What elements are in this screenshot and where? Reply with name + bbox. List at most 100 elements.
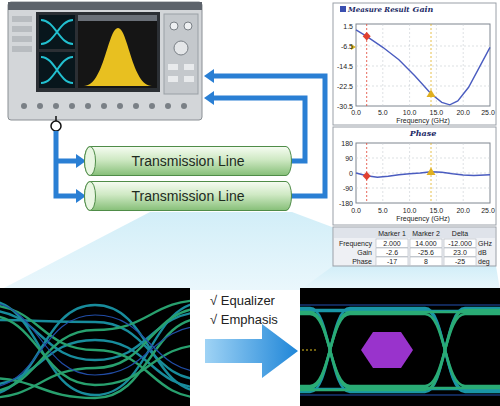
transmission-line: Transmission Line xyxy=(84,181,292,211)
line-label: Transmission Line xyxy=(84,146,292,176)
tick-label: 5.0 xyxy=(378,207,388,214)
oscilloscope xyxy=(165,103,171,109)
gain-chart xyxy=(427,90,436,98)
axis-title: Frequency (GHz) xyxy=(396,215,450,222)
tick-label: 25.0 xyxy=(481,109,495,116)
closed-eye-diagram xyxy=(0,300,190,395)
tick-label: 15.0 xyxy=(430,207,444,214)
phase-chart xyxy=(356,143,490,203)
tick-label: 180 xyxy=(341,140,353,147)
open-eye-diagram xyxy=(300,312,500,388)
closed-eye-diagram xyxy=(0,300,190,398)
closed-eye-diagram xyxy=(0,308,190,398)
oscilloscope xyxy=(69,103,75,109)
open-eye-diagram xyxy=(302,350,318,351)
oscilloscope xyxy=(8,2,202,120)
tick-label: -90 xyxy=(343,185,353,192)
marker-table xyxy=(444,239,476,248)
marker-table xyxy=(410,257,442,266)
cylinder-end xyxy=(85,147,96,176)
marker-table xyxy=(410,248,442,257)
phase-chart xyxy=(356,143,490,203)
tick-label: 10.0 xyxy=(403,207,417,214)
marker-table xyxy=(444,257,476,266)
marker-table xyxy=(334,228,495,238)
closed-eye-diagram xyxy=(0,300,190,392)
cylinder-end xyxy=(85,182,96,211)
oscilloscope xyxy=(12,16,32,22)
open-eye-diagram xyxy=(300,394,500,395)
signal-arrow xyxy=(204,91,214,105)
oscilloscope xyxy=(53,103,59,109)
oscilloscope xyxy=(84,28,152,86)
table-cell: -2.6 xyxy=(386,249,398,256)
table-cell: dB xyxy=(478,249,487,256)
oscilloscope xyxy=(170,22,178,30)
oscilloscope xyxy=(78,15,157,21)
table-cell: -12.000 xyxy=(448,240,472,247)
closed-eye-diagram xyxy=(0,305,190,398)
oscilloscope xyxy=(117,103,123,109)
tick-label: 0.0 xyxy=(351,207,361,214)
tick-label: -30.5 xyxy=(337,103,353,110)
open-eye-diagram xyxy=(300,308,500,392)
chart-title: Gain xyxy=(413,5,434,13)
table-cell: -17 xyxy=(387,258,397,265)
oscilloscope xyxy=(181,103,187,109)
oscilloscope xyxy=(164,14,198,94)
oscilloscope xyxy=(12,46,32,52)
table-cell: -25 xyxy=(455,258,465,265)
closed-eye-diagram xyxy=(0,300,190,398)
tick-label: -22.5 xyxy=(337,83,353,90)
tick-label: 25.0 xyxy=(481,207,495,214)
improvement-arrow xyxy=(205,324,298,378)
closed-eye-diagram xyxy=(0,315,190,388)
table-cell: Marker 1 xyxy=(378,230,406,237)
table-cell: deg xyxy=(478,258,490,265)
zoom-fan xyxy=(300,266,500,290)
oscilloscope xyxy=(85,103,91,109)
signal-arrow xyxy=(212,76,325,196)
tick-label: 20.0 xyxy=(456,207,470,214)
oscilloscope xyxy=(51,121,61,131)
tick-label: 90 xyxy=(345,155,353,162)
oscilloscope xyxy=(149,103,155,109)
oscilloscope xyxy=(8,2,202,10)
table-cell: Phase xyxy=(352,258,372,265)
oscilloscope xyxy=(39,15,75,49)
feature-label: √ Emphasis xyxy=(210,313,278,326)
gain-chart xyxy=(356,24,490,106)
oscilloscope xyxy=(174,41,188,55)
phase-chart xyxy=(333,127,496,225)
gain-chart xyxy=(333,3,496,125)
open-eye-diagram xyxy=(300,305,500,395)
tick-label: 0 xyxy=(349,170,353,177)
open-eye-diagram xyxy=(272,288,500,406)
transmission-line: Transmission Line xyxy=(84,146,292,176)
tick-label: -14.5 xyxy=(337,63,353,70)
oscilloscope xyxy=(133,103,139,109)
marker-table xyxy=(376,248,408,257)
table-cell: 14.000 xyxy=(415,240,436,247)
phase-chart xyxy=(363,172,371,180)
tick-label: 10.0 xyxy=(403,109,417,116)
oscilloscope xyxy=(12,26,32,32)
marker-table xyxy=(333,227,496,266)
tick-label: -6.5 xyxy=(341,43,353,50)
table-cell: 8 xyxy=(424,258,428,265)
signal-arrow xyxy=(204,69,214,83)
phase-chart xyxy=(333,127,496,225)
tick-label: 0.0 xyxy=(351,109,361,116)
closed-eye-diagram xyxy=(0,302,190,388)
feature-label: √ Equalizer xyxy=(210,294,275,307)
table-cell: 23.0 xyxy=(453,249,467,256)
line-label: Transmission Line xyxy=(84,181,292,211)
oscilloscope xyxy=(184,22,192,30)
oscilloscope xyxy=(12,36,32,42)
table-cell: 2.000 xyxy=(383,240,401,247)
closed-eye-diagram xyxy=(0,340,190,388)
oscilloscope xyxy=(78,15,157,88)
oscilloscope xyxy=(37,103,43,109)
